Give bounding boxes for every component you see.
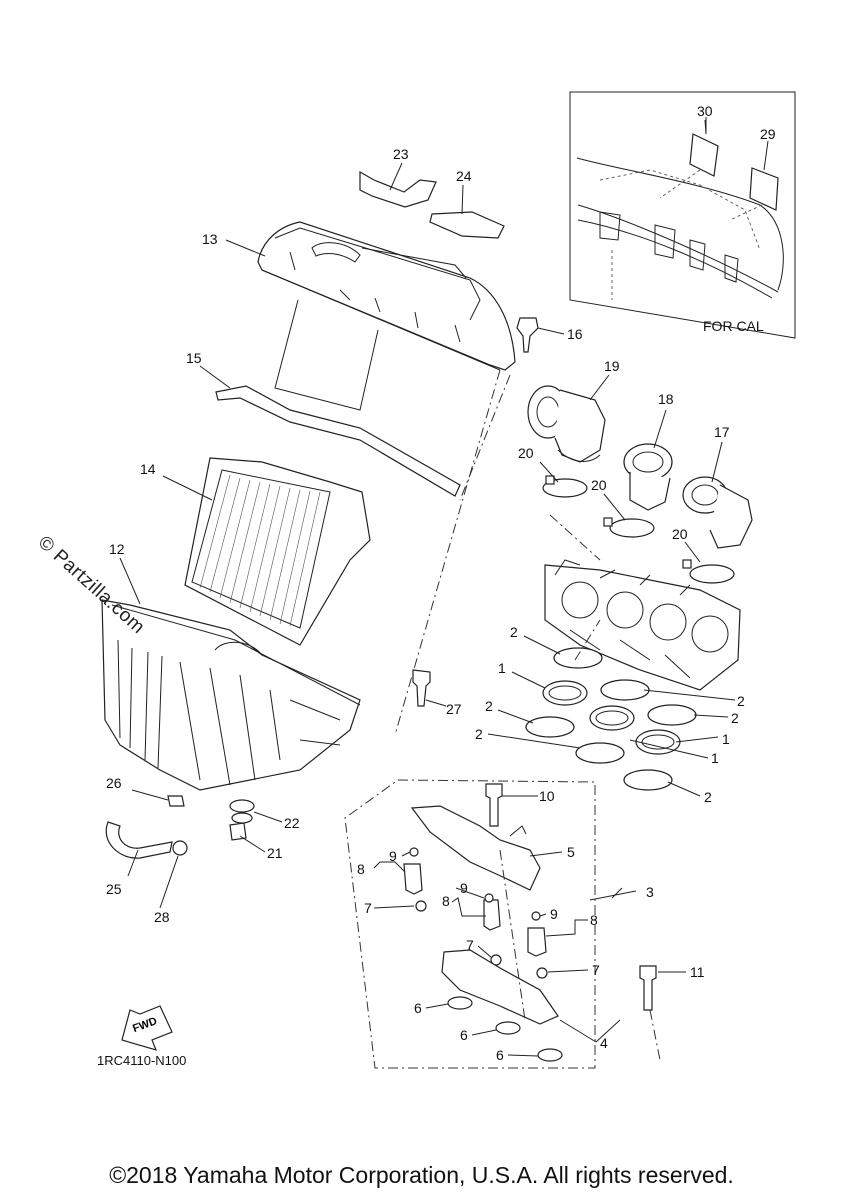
- callout-22: 22: [284, 815, 300, 831]
- callout-2-d: 2: [731, 710, 739, 726]
- callout-20-b: 20: [591, 477, 607, 493]
- part-4-intake-joint: [441, 949, 559, 1025]
- callout-5: 5: [567, 844, 575, 860]
- inset-for-cal: [569, 91, 796, 339]
- callout-30: 30: [697, 103, 713, 119]
- part-23-bracket: [359, 170, 437, 208]
- callout-6-a: 6: [414, 1000, 422, 1016]
- callout-2-f: 2: [704, 789, 712, 805]
- part-13-airbox-cover: [257, 221, 516, 371]
- part-12-airbox-body: [101, 599, 361, 791]
- part-15-gasket: [215, 385, 461, 497]
- inset-label: FOR CAL: [703, 318, 764, 334]
- part-17-intake-boot: [682, 476, 753, 549]
- part-18-intake-boot: [623, 443, 673, 511]
- callout-11: 11: [690, 964, 705, 980]
- callout-12: 12: [109, 541, 125, 557]
- part-27-bolt: [412, 669, 431, 707]
- callout-8-b: 8: [442, 893, 450, 909]
- callout-6-c: 6: [496, 1047, 504, 1063]
- callout-8-c: 8: [590, 912, 598, 928]
- part-21-plug: [229, 822, 247, 841]
- callout-3: 3: [646, 884, 654, 900]
- callout-29: 29: [760, 126, 776, 142]
- part-26-cap: [167, 795, 185, 807]
- callout-20-c: 20: [672, 526, 688, 542]
- part-28-clip: [172, 840, 188, 856]
- callout-15: 15: [186, 350, 202, 366]
- callout-27: 27: [446, 701, 462, 717]
- callout-9-b: 9: [460, 880, 468, 896]
- throttle-body-assembly: [544, 559, 741, 691]
- callout-28: 28: [154, 909, 170, 925]
- part-24-plate: [429, 211, 505, 239]
- part-20-clamp-set: [542, 475, 735, 584]
- callout-17: 17: [714, 424, 730, 440]
- callout-9-c: 9: [550, 906, 558, 922]
- callout-10: 10: [539, 788, 555, 804]
- part-14-air-filter: [184, 457, 371, 646]
- part-9-o-rings: [409, 847, 541, 921]
- part-8-injectors: [403, 863, 547, 957]
- fwd-arrow: FWD: [121, 1005, 173, 1051]
- callout-1-a: 1: [498, 660, 506, 676]
- callout-25: 25: [106, 881, 122, 897]
- part-22-grommet: [229, 799, 255, 824]
- part-6-seals: [447, 996, 563, 1062]
- callout-leaders: [119, 119, 736, 1057]
- part-7-seals: [415, 900, 548, 979]
- part-29-label-sheet: [749, 167, 779, 211]
- callout-13: 13: [202, 231, 218, 247]
- part-1-2-joint-clamps: [525, 647, 697, 791]
- callout-7-b: 7: [466, 937, 474, 953]
- callout-2-e: 2: [475, 726, 483, 742]
- callout-1-b: 1: [722, 731, 730, 747]
- fuel-rail-group-box: [344, 779, 596, 1069]
- callout-20-a: 20: [518, 445, 534, 461]
- callout-16: 16: [567, 326, 583, 342]
- callout-7-a: 7: [364, 900, 372, 916]
- callout-2-a: 2: [510, 624, 518, 640]
- alignment-lines: [394, 369, 661, 1061]
- part-10-bolt: [485, 783, 503, 827]
- callout-8-a: 8: [357, 861, 365, 877]
- callout-19: 19: [604, 358, 620, 374]
- callout-23: 23: [393, 146, 409, 162]
- part-11-bolt: [639, 965, 657, 1011]
- callout-2-c: 2: [485, 698, 493, 714]
- copyright-notice: ©2018 Yamaha Motor Corporation, U.S.A. A…: [109, 1162, 734, 1188]
- part-25-hose: [105, 821, 173, 859]
- callout-numbers: 30 29 23 24 13 16 19 15 18 17 20 20 20 1…: [106, 103, 776, 1063]
- callout-26: 26: [106, 775, 122, 791]
- reference-code: 1RC4110-N100: [97, 1053, 187, 1068]
- callout-4: 4: [600, 1035, 608, 1051]
- part-30-label-sheet: [689, 133, 719, 177]
- callout-7-c: 7: [592, 962, 600, 978]
- callout-24: 24: [456, 168, 472, 184]
- callout-1-c: 1: [711, 750, 719, 766]
- callout-2-b: 2: [737, 693, 745, 709]
- part-5-fuel-rail: [410, 805, 541, 891]
- callout-9-a: 9: [389, 848, 397, 864]
- callout-18: 18: [658, 391, 674, 407]
- part-19-intake-boot: [527, 385, 606, 463]
- callout-6-b: 6: [460, 1027, 468, 1043]
- callout-14: 14: [140, 461, 156, 477]
- callout-21: 21: [267, 845, 283, 861]
- part-16-screw: [516, 317, 539, 353]
- airbox-throat: [274, 299, 379, 411]
